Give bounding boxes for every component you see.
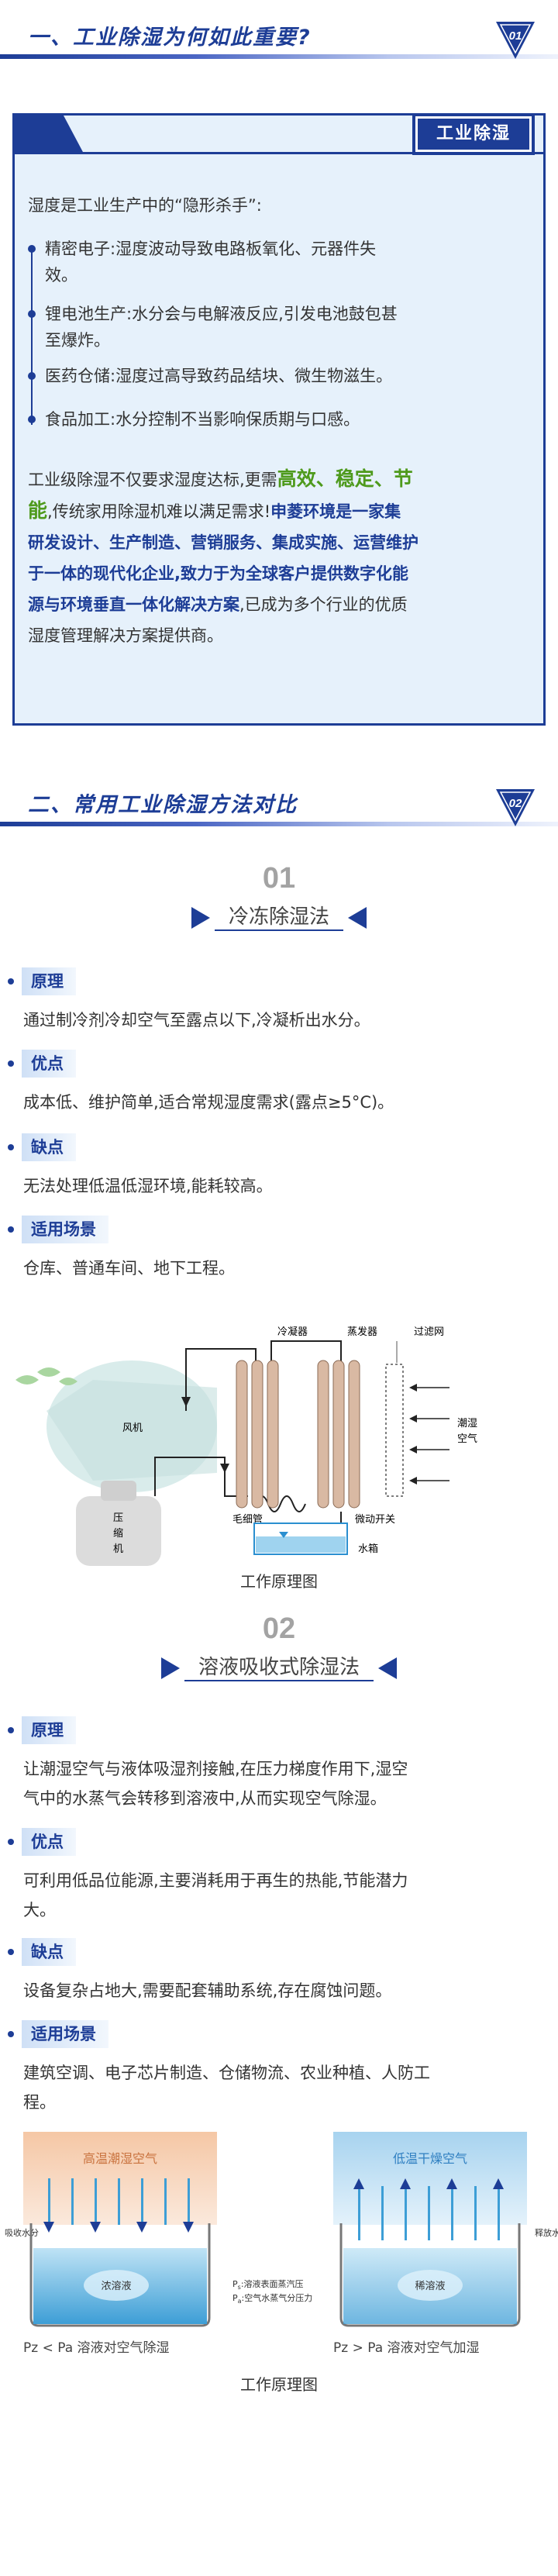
para-line4: 于一体的现代化企业,致力于为全球客户提供数字化能 [28,564,408,583]
method2-title: 溶液吸收式除湿法 [184,1651,374,1681]
svg-text:机: 机 [113,1543,123,1555]
method2-scene-label: 适用场景 [22,2020,108,2048]
left-caption: Pz < Pa 溶液对空气除湿 [23,2340,170,2356]
svg-text:Ps:溶液表面蒸汽压: Ps:溶液表面蒸汽压 [232,2278,304,2291]
triangle-left-icon [191,906,210,929]
evaporator-icon [317,1360,360,1509]
para-line1: 工业级除湿不仅要求湿度达标,更需高效、稳定、节 [28,467,413,490]
svg-text:空气: 空气 [457,1433,477,1445]
method2-scene-line1: 建筑空调、电子芯片制造、仓储物流、农业种植、人防工 [23,2064,430,2082]
triangle-right-icon [378,1657,397,1679]
bullet-dot [8,1144,14,1150]
method2-principle-line2: 气中的水蒸气会转移到溶液中,从而实现空气除湿。 [23,1789,387,1808]
method2-number: 02 [262,1612,296,1645]
bullet-dot [8,1839,14,1845]
para-line2: 能,传统家用除湿机难以满足需求!申菱环境是一家集 [28,499,401,522]
svg-text:稀溶液: 稀溶液 [415,2281,445,2292]
method1-cons-label: 缺点 [22,1133,76,1161]
svg-text:冷凝器: 冷凝器 [277,1326,308,1338]
card-paragraph: 工业级除湿不仅要求湿度达标,更需高效、稳定、节 能,传统家用除湿机难以满足需求!… [28,464,532,651]
para-line6: 湿度管理解决方案提供商。 [28,626,223,645]
card-tag: 工业除湿 [415,116,532,152]
method1-title: 冷冻除湿法 [214,901,343,931]
method1-principle: 通过制冷剂冷却空气至露点以下,冷凝析出水分。 [23,1011,370,1029]
bullet-dot [28,245,36,253]
svg-text:微动开关: 微动开关 [355,1514,395,1526]
svg-text:缩: 缩 [113,1527,123,1540]
bullet-dot [28,416,36,423]
bullet-dot [8,978,14,985]
method1-pros-label: 优点 [22,1050,76,1078]
section2-header: 二、常用工业除湿方法对比 02 [0,767,558,829]
method1-scene: 仓库、普通车间、地下工程。 [23,1259,235,1278]
left-air-label: 高温潮湿空气 [83,2151,157,2166]
bullet-dot [28,372,36,380]
svg-text:浓溶液: 浓溶液 [101,2281,131,2292]
para-line3: 研发设计、生产制造、营销服务、集成实施、运营维护 [28,533,418,552]
solution-absorption-diagram: 高温潮湿空气 吸收水分 浓溶液 Ps:溶液表面蒸汽压 Pa:空气水蒸气分压力 低… [5,2132,558,2356]
method2-pros-line2: 大。 [23,1901,56,1919]
section2-title: 二、常用工业除湿方法对比 [28,793,298,817]
triangle-right-icon [348,906,367,929]
method2-pros-line1: 可利用低品位能源,主要消耗用于再生的热能,节能潜力 [23,1871,408,1890]
section1-badge-icon: 01 [496,22,535,59]
bullet-dot [8,1226,14,1233]
item-pharma: 医药仓储:湿度过高导致药品结块、微生物滋生。 [45,367,393,385]
method2-pros-label: 优点 [22,1828,76,1856]
method1-number: 01 [262,862,296,895]
bullet-connector [31,247,33,425]
method2-cons: 设备复杂占地大,需要配套辅助系统,存在腐蚀问题。 [23,1981,392,2000]
svg-text:潮湿: 潮湿 [457,1418,477,1429]
card-intro: 湿度是工业生产中的“隐形杀手”: [28,196,262,215]
svg-text:Pa:空气水蒸气分压力: Pa:空气水蒸气分压力 [232,2292,312,2305]
section1-badge-number: 01 [509,29,522,43]
section1-title: 一、工业除湿为何如此重要? [28,26,312,50]
item-battery-line2: 至爆炸。 [45,331,110,350]
bullet-dot [8,1727,14,1733]
svg-text:水箱: 水箱 [358,1543,378,1555]
item-electronics-line2: 效。 [45,266,78,284]
method1-cons: 无法处理低温低湿环境,能耗较高。 [23,1177,273,1195]
item-food: 食品加工:水分控制不当影响保质期与口感。 [45,410,360,429]
method1-pros: 成本低、维护简单,适合常规湿度需求(露点≥5°C)。 [23,1093,394,1112]
item-battery-line1: 锂电池生产:水分会与电解液反应,引发电池鼓包甚 [45,305,398,323]
svg-text:吸收水分: 吸收水分 [5,2227,39,2238]
right-air-label: 低温干燥空气 [393,2151,467,2166]
section2-badge-number: 02 [509,797,522,810]
condenser-icon [236,1360,279,1509]
svg-text:过滤网: 过滤网 [414,1326,444,1338]
bullet-dot [8,2031,14,2037]
item-electronics-line1: 精密电子:湿度波动导致电路板氧化、元器件失 [45,240,377,258]
section2-divider [0,822,558,826]
method2-caption: 工作原理图 [240,2375,318,2394]
triangle-left-icon [160,1657,180,1679]
filter-icon [385,1364,404,1497]
method1-caption: 工作原理图 [240,1572,318,1591]
svg-text:释放水分: 释放水分 [535,2227,558,2238]
method2-scene-line2: 程。 [23,2093,56,2112]
card-top-rule [12,152,546,154]
refrigeration-diagram: 风机 压 缩 机 冷凝器 蒸发器 过滤网 潮湿 空气 毛细管 微动开关 [0,1318,558,1574]
method2-title-wrap: 溶液吸收式除湿法 [0,1651,558,1681]
method1-scene-label: 适用场景 [22,1216,108,1243]
method2-principle-line1: 让潮湿空气与液体吸湿剂接触,在压力梯度作用下,湿空 [23,1760,408,1778]
method1-title-wrap: 冷冻除湿法 [0,901,558,931]
bullet-dot [8,1949,14,1955]
bullet-dot [8,1060,14,1067]
bullet-dot [28,310,36,318]
svg-text:蒸发器: 蒸发器 [347,1326,377,1338]
section1-header: 一、工业除湿为何如此重要? 01 [0,0,558,62]
method1-principle-label: 原理 [22,967,76,995]
para-line5: 源与环境垂直一体化解决方案,已成为多个行业的优质 [28,595,408,614]
compressor-icon [76,1496,161,1566]
svg-text:压: 压 [113,1512,123,1524]
method2-principle-label: 原理 [22,1716,76,1744]
importance-card [12,113,546,726]
right-caption: Pz > Pa 溶液对空气加湿 [333,2340,480,2356]
section1-divider [0,54,558,59]
method2-cons-label: 缺点 [22,1938,76,1966]
fan-label: 风机 [122,1422,143,1434]
section2-badge-icon: 02 [496,789,535,826]
